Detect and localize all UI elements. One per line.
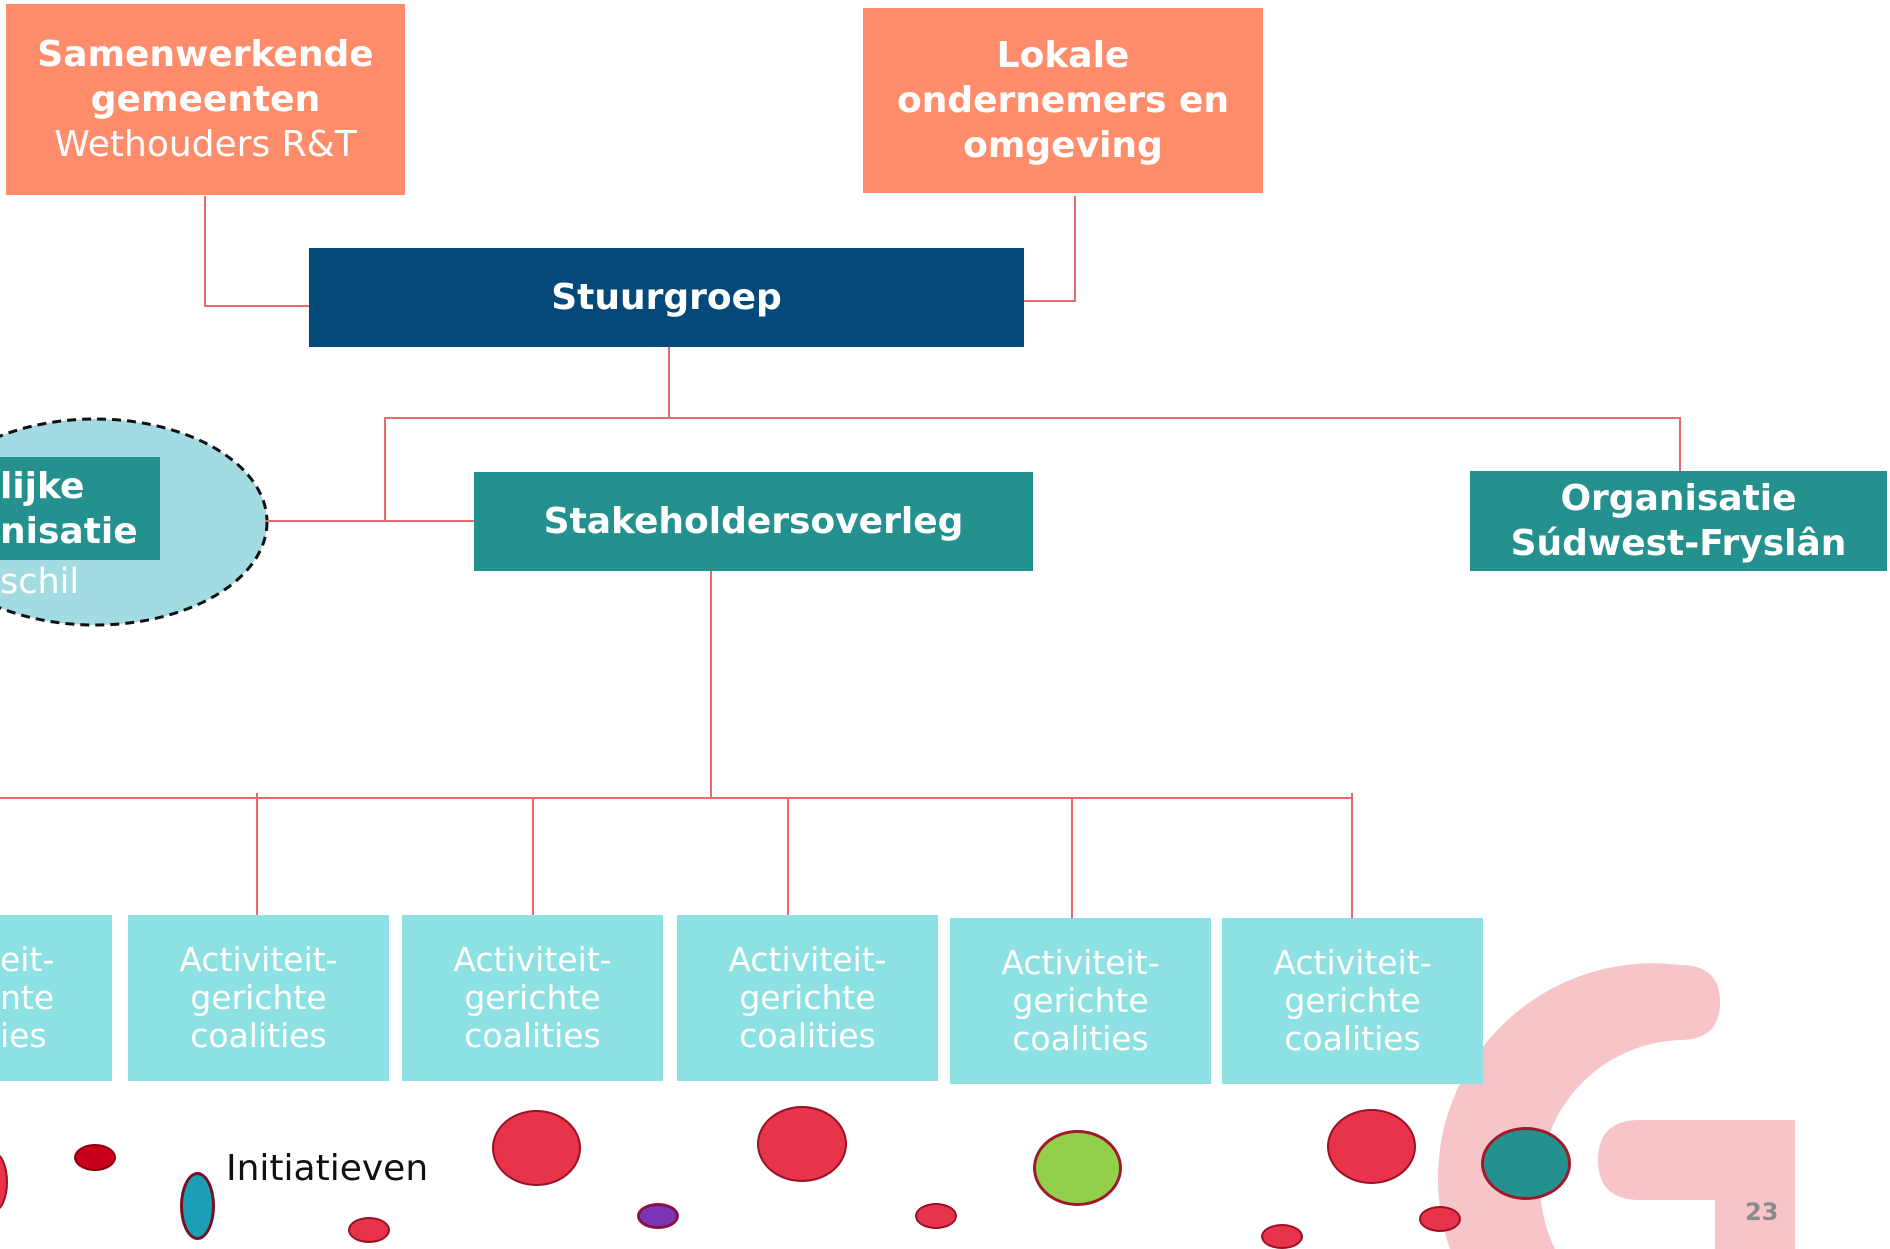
coalition-box: Activiteit- gerichte coalities <box>677 915 938 1081</box>
connector-line <box>787 797 789 915</box>
oval-subtitle: schil <box>0 562 80 602</box>
coalition-line: Activiteit- <box>453 940 612 979</box>
coalition-line: ies <box>0 1016 47 1055</box>
coalition-box: Activiteit- gerichte coalities <box>1222 918 1483 1084</box>
initiative-dot <box>348 1217 390 1243</box>
connector-line <box>710 570 712 798</box>
coalition-line: gerichte <box>190 978 327 1017</box>
coalition-box: Activiteit- gerichte coalities <box>128 915 389 1081</box>
coalition-box: Activiteit- gerichte coalities <box>950 918 1211 1084</box>
coalition-line: gerichte <box>1284 981 1421 1020</box>
stakeholdersoverleg-box: Stakeholdersoverleg <box>474 472 1033 571</box>
initiative-dot <box>1419 1206 1461 1232</box>
box-subtitle: Wethouders R&T <box>54 124 357 165</box>
connector-line <box>265 520 475 522</box>
coalition-line: Activiteit- <box>1001 943 1160 982</box>
connector-line <box>1074 196 1076 302</box>
coalition-line: coalities <box>190 1016 327 1055</box>
initiative-dot <box>74 1144 116 1171</box>
box-title-line: nisatie <box>0 510 138 552</box>
box-title: Stuurgroep <box>551 277 782 318</box>
lokale-ondernemers-box: Lokale ondernemers en omgeving <box>863 8 1263 193</box>
samenwerkende-gemeenten-box: Samenwerkende gemeenten Wethouders R&T <box>6 4 405 195</box>
box-title: Stakeholdersoverleg <box>543 501 964 542</box>
box-title: Organisatie Súdwest-Fryslân <box>1510 478 1847 564</box>
connector-line <box>204 196 206 307</box>
coalition-line: eit- <box>0 940 55 979</box>
initiative-dot <box>757 1106 847 1182</box>
initiative-dot <box>180 1172 215 1240</box>
connector-line <box>668 346 670 418</box>
connector-line <box>256 793 258 915</box>
page-number: 23 <box>1745 1198 1779 1226</box>
initiative-dot <box>1481 1127 1571 1200</box>
connector-line <box>1024 300 1076 302</box>
connector-line <box>532 797 534 915</box>
initiatieven-label: Initiatieven <box>226 1148 429 1189</box>
initiative-dot <box>1327 1109 1416 1184</box>
connector-line <box>384 417 386 521</box>
cut-teal-box: lijke nisatie <box>0 457 160 560</box>
initiative-dot <box>915 1203 957 1229</box>
coalition-line: nte <box>0 978 55 1017</box>
coalition-line: gerichte <box>739 978 876 1017</box>
coalition-box-cut: eit- nte ies <box>0 915 112 1081</box>
initiative-dot <box>1033 1130 1122 1206</box>
connector-line <box>1679 417 1681 471</box>
initiative-dot <box>637 1203 679 1229</box>
coalition-line: Activiteit- <box>1273 943 1432 982</box>
connector-line <box>384 417 1681 419</box>
connector-line <box>1351 793 1353 918</box>
coalition-line: Activiteit- <box>728 940 887 979</box>
coalition-line: coalities <box>739 1016 876 1055</box>
connector-line <box>204 305 310 307</box>
initiative-dot <box>1261 1224 1303 1249</box>
coalition-line: coalities <box>1012 1019 1149 1058</box>
coalition-line: coalities <box>464 1016 601 1055</box>
stuurgroep-box: Stuurgroep <box>309 248 1024 347</box>
connector-line <box>0 797 1353 799</box>
coalition-line: coalities <box>1284 1019 1421 1058</box>
coalition-line: Activiteit- <box>179 940 338 979</box>
box-title: Samenwerkende gemeenten <box>37 34 374 120</box>
coalition-line: gerichte <box>1012 981 1149 1020</box>
initiative-dot <box>492 1110 581 1186</box>
box-title: Lokale ondernemers en omgeving <box>896 35 1230 166</box>
coalition-line: gerichte <box>464 978 601 1017</box>
box-title-line: lijke <box>0 465 85 507</box>
connector-line <box>1071 797 1073 918</box>
organisatie-box: Organisatie Súdwest-Fryslân <box>1470 471 1887 571</box>
coalition-box: Activiteit- gerichte coalities <box>402 915 663 1081</box>
